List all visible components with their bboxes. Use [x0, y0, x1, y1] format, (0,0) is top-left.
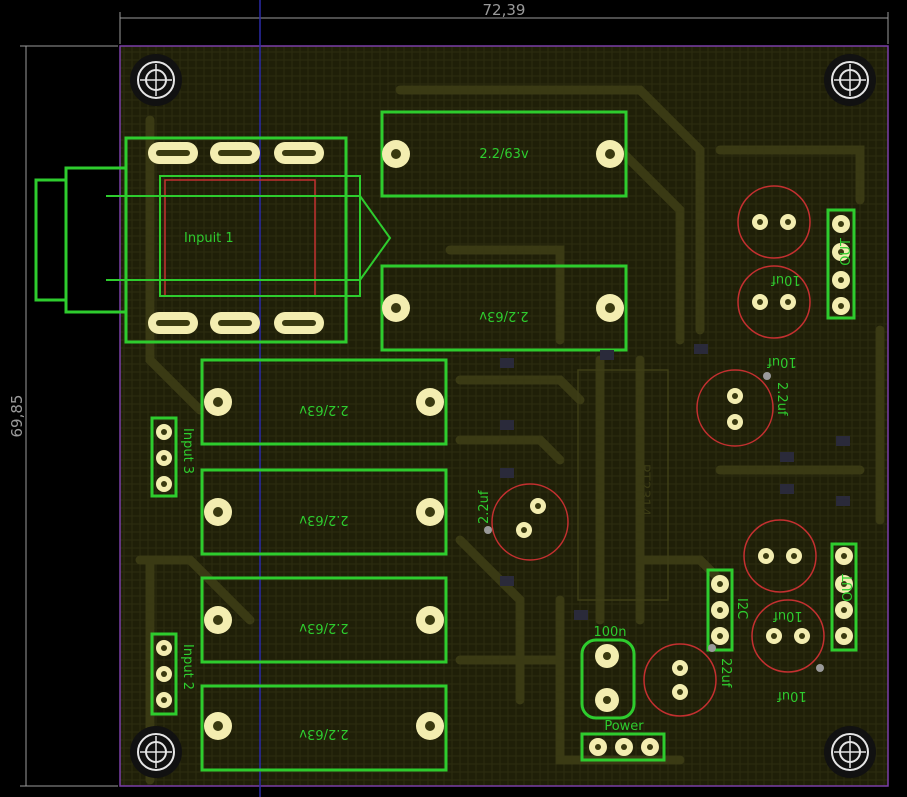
elco-right-top2[interactable]: 10uf	[737, 265, 811, 369]
cap-left2[interactable]: 2.2/63v	[200, 468, 448, 556]
connector-out-bottom-label: OUT	[841, 574, 856, 602]
cap-top1[interactable]: 2.2/63v	[380, 110, 628, 198]
mounting-hole-br	[824, 726, 876, 778]
connector-input3[interactable]: Input 3	[150, 416, 195, 498]
cap-100n[interactable]: 100n	[580, 625, 636, 720]
connector-out-bottom[interactable]: OUT	[830, 542, 858, 652]
dimension-vertical: 69,85	[8, 45, 118, 787]
connector-input2[interactable]: Input 2	[150, 632, 195, 716]
elco-right-bot1-label: 10uf	[773, 608, 803, 623]
elco-power-label: 22uf	[718, 658, 733, 688]
connector-input3-label: Input 3	[180, 428, 195, 474]
mounting-hole-bl	[130, 726, 182, 778]
dimension-horizontal: 72,39	[119, 1, 889, 44]
connector-out-top-label: OUT	[839, 238, 854, 266]
elco-right-top2-label: 10uf	[767, 354, 797, 369]
elco-right-bot1[interactable]: 10uf	[743, 519, 817, 623]
elco-right-mid[interactable]: 2.2uf	[696, 369, 789, 447]
dimension-width-label: 72,39	[483, 1, 526, 19]
elco-right-bot2[interactable]: 10uf	[751, 599, 825, 703]
elco-right-bot2-label: 10uf	[777, 688, 807, 703]
elco-right-mid-label: 2.2uf	[774, 382, 789, 416]
board-outline	[119, 45, 889, 787]
dimension-height-label: 69,85	[8, 395, 26, 438]
cap-100n-label: 100n	[593, 625, 626, 640]
cap-left2-label: 2.2/63v	[299, 512, 349, 527]
cap-top2[interactable]: 2.2/63v	[380, 264, 628, 352]
connector-input2-label: Input 2	[180, 644, 195, 690]
cap-left4-label: 2.2/63v	[299, 726, 349, 741]
connector-i2c-label: I2C	[734, 598, 749, 619]
connector-i2c[interactable]: I2C	[706, 568, 749, 652]
ic-pt2314[interactable]: PT2314	[577, 369, 669, 601]
cap-top2-label: 2.2/63v	[479, 308, 529, 323]
smd-footprints	[500, 344, 850, 620]
cap-left1[interactable]: 2.2/63v	[200, 358, 448, 446]
elco-mid-label: 2.2uf	[477, 490, 492, 524]
connector-power[interactable]: Power	[580, 719, 666, 762]
jack-input1-label: Inpuit 1	[184, 231, 234, 246]
cap-top1-label: 2.2/63v	[479, 147, 529, 162]
mounting-hole-tl	[130, 54, 182, 106]
ic-label: PT2314	[636, 464, 652, 517]
cap-left3[interactable]: 2.2/63v	[200, 576, 448, 664]
connector-power-label: Power	[604, 719, 644, 734]
elco-right-top1[interactable]: 10uf	[737, 185, 811, 287]
copper-traces	[135, 85, 885, 785]
jack-pads-top	[148, 142, 324, 164]
elco-mid[interactable]: 2.2uf	[477, 483, 569, 561]
cap-left1-label: 2.2/63v	[299, 402, 349, 417]
elco-power[interactable]: 22uf	[643, 643, 733, 717]
elco-right-top1-label: 10uf	[771, 272, 801, 287]
jack-pads-bottom	[148, 312, 324, 334]
jack-input1[interactable]: Inpuit 1	[34, 136, 392, 344]
cap-left4[interactable]: 2.2/63v	[200, 684, 448, 772]
cap-left3-label: 2.2/63v	[299, 620, 349, 635]
connector-out-top[interactable]: OUT	[826, 208, 856, 320]
mounting-hole-tr	[824, 54, 876, 106]
